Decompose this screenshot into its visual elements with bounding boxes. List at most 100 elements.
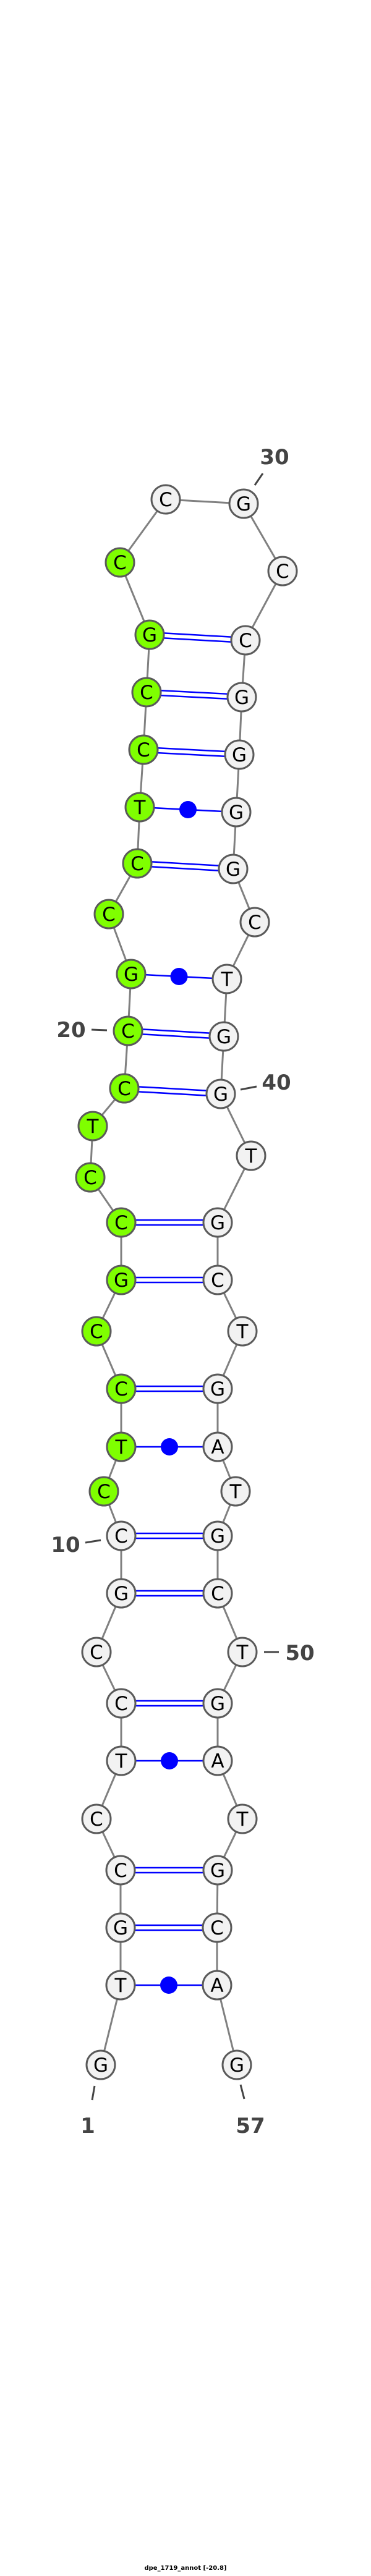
nucleotide-letter: A — [211, 1436, 224, 1459]
nucleotide-45: G — [202, 1373, 233, 1404]
nucleotide-letter: G — [210, 1525, 225, 1548]
nucleotide-circle — [116, 959, 147, 989]
nucleotide-letter: T — [236, 1642, 249, 1664]
nucleotide-letter: C — [137, 739, 150, 761]
nucleotide-circle — [77, 1111, 108, 1142]
nucleotide-circle — [202, 1970, 232, 2001]
position-label-30: 30 — [260, 445, 289, 470]
nucleotide-54: G — [202, 1855, 233, 1886]
nucleotide-letter: T — [134, 797, 147, 819]
nucleotide-circle — [81, 1803, 112, 1834]
nucleotide-letter: A — [211, 1750, 224, 1773]
nucleotide-letter: T — [236, 1808, 249, 1831]
nucleotide-16: C — [106, 1207, 137, 1238]
wobble-pair-dot — [161, 1438, 178, 1455]
nucleotide-circle — [202, 1431, 233, 1462]
nucleotide-11: C — [88, 1476, 119, 1507]
nucleotide-circle — [106, 1431, 137, 1462]
nucleotide-letter: T — [229, 1481, 242, 1503]
base-pair-line — [161, 689, 228, 695]
base-pair-line — [142, 1028, 210, 1034]
nucleotide-circle — [202, 1578, 233, 1609]
nucleotide-29: C — [150, 484, 181, 515]
nucleotide-circle — [226, 682, 257, 713]
nucleotide-43: C — [202, 1265, 233, 1295]
nucleotide-letter: C — [114, 1860, 127, 1882]
nucleotide-circle — [224, 739, 255, 770]
position-label-40: 40 — [262, 1070, 291, 1095]
nucleotide-letter: G — [229, 2054, 244, 2077]
nucleotide-circle — [227, 1316, 258, 1347]
nucleotide-letter: C — [83, 1167, 97, 1189]
nucleotide-circle — [113, 1015, 143, 1046]
nucleotide-circle — [227, 1637, 258, 1667]
nucleotide-letter: G — [226, 858, 241, 881]
nucleotide-letter: C — [211, 1269, 224, 1292]
nucleotide-circle — [221, 2049, 252, 2080]
nucleotide-12: T — [106, 1431, 137, 1462]
nucleotide-circle — [202, 1745, 233, 1776]
nucleotide-letter: C — [210, 1917, 224, 1939]
nucleotide-47: T — [220, 1476, 251, 1507]
nucleotide-circle — [202, 1855, 233, 1886]
nucleotide-circle — [228, 488, 259, 519]
wobble-pair-dot — [179, 801, 197, 818]
nucleotide-circle — [106, 1373, 137, 1404]
nucleotide-letter: G — [216, 1026, 231, 1048]
nucleotide-letter: C — [130, 853, 144, 875]
nucleotide-circle — [81, 1637, 112, 1667]
nucleotide-letter: C — [276, 561, 289, 583]
nucleotide-letter: C — [117, 1078, 131, 1100]
nucleotide-circle — [85, 2049, 116, 2080]
nucleotide-24: T — [124, 792, 155, 823]
nucleotide-23: C — [122, 848, 153, 879]
nucleotide-circle — [220, 1476, 251, 1507]
nucleotide-circle — [106, 1207, 137, 1238]
nucleotide-letter: C — [248, 912, 262, 934]
nucleotide-1: G — [85, 2049, 116, 2080]
nucleotide-14: C — [81, 1316, 112, 1347]
base-pair-layer — [135, 632, 232, 1994]
nucleotide-circle — [106, 1520, 137, 1551]
nucleotide-46: A — [202, 1431, 233, 1462]
nucleotide-25: C — [128, 734, 159, 765]
nucleotide-51: G — [202, 1688, 233, 1719]
position-label-10: 10 — [51, 1533, 80, 1557]
nucleotide-letter: G — [93, 2054, 108, 2077]
nucleotide-circle — [106, 1745, 137, 1776]
nucleotide-6: T — [106, 1745, 137, 1776]
nucleotide-letter: G — [142, 624, 157, 646]
nucleotide-letter: G — [210, 1378, 225, 1400]
nucleotide-circle — [230, 625, 261, 656]
nucleotide-21: G — [116, 959, 147, 989]
nucleotide-20: C — [113, 1015, 143, 1046]
nucleotide-26: C — [131, 677, 162, 708]
nucleotide-letter: A — [210, 1975, 223, 1997]
nucleotide-letter: G — [114, 1583, 129, 1605]
nucleotide-circle — [81, 1316, 112, 1347]
nucleotide-circle — [105, 1912, 136, 1943]
nucleotide-letter: C — [90, 1642, 103, 1664]
nucleotide-letter: C — [114, 1525, 128, 1548]
nucleotide-circle — [105, 1855, 136, 1886]
nucleotide-letter: T — [115, 1750, 128, 1773]
nucleotide-letter: T — [245, 1145, 258, 1167]
position-tick — [254, 473, 264, 486]
nucleotide-circle — [205, 1078, 236, 1109]
nucleotide-circle — [236, 1140, 267, 1171]
nucleotide-circle — [109, 1073, 140, 1104]
nucleotide-circle — [202, 1265, 233, 1295]
wobble-pair-dot — [170, 968, 188, 985]
nucleotide-33: G — [226, 682, 257, 713]
nucleotide-circle — [227, 1803, 258, 1834]
wobble-pair-dot — [160, 1976, 177, 1994]
nucleotide-3: G — [105, 1912, 136, 1943]
nucleotide-27: G — [134, 619, 165, 650]
nucleotide-5: C — [81, 1803, 112, 1834]
position-tick — [240, 1085, 257, 1091]
nucleotide-circle — [124, 792, 155, 823]
nucleotide-letter: T — [87, 1116, 100, 1138]
nucleotide-circle — [221, 797, 252, 828]
